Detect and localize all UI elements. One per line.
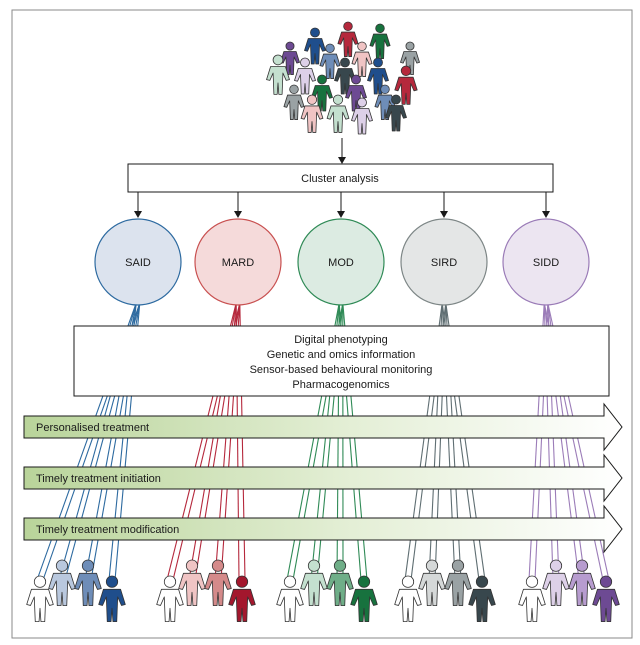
patient-figure bbox=[518, 575, 546, 622]
patient-figure bbox=[326, 559, 354, 606]
cluster-label: SAID bbox=[125, 257, 151, 269]
cluster-branches bbox=[134, 192, 550, 218]
cluster-label: MARD bbox=[222, 257, 254, 269]
patient-group-sird bbox=[394, 559, 496, 622]
branch-arrowhead bbox=[134, 211, 142, 218]
branch-arrowhead bbox=[337, 211, 345, 218]
cluster-circle-sidd: SIDD bbox=[502, 218, 590, 306]
patient-figure bbox=[468, 575, 496, 622]
crowd-person bbox=[280, 41, 300, 76]
info-line-3: Sensor-based behavioural monitoring bbox=[250, 364, 433, 376]
cluster-circle-said: SAID bbox=[94, 218, 182, 306]
crowd-arrowhead bbox=[338, 157, 346, 164]
cluster-analysis-label: Cluster analysis bbox=[301, 173, 379, 185]
patient-figure bbox=[276, 575, 304, 622]
patient-figure bbox=[568, 559, 596, 606]
patient-figure bbox=[98, 575, 126, 622]
branch-arrowhead bbox=[542, 211, 550, 218]
crowd-person bbox=[385, 94, 407, 132]
patient-figure bbox=[394, 575, 422, 622]
cluster-analysis-box bbox=[127, 163, 554, 193]
patient-figure bbox=[156, 575, 184, 622]
crowd-person bbox=[283, 84, 305, 120]
crowd-person bbox=[367, 57, 389, 95]
patient-group-mod bbox=[276, 559, 378, 622]
patient-figure bbox=[350, 575, 378, 622]
patient-figure bbox=[178, 559, 206, 606]
cluster-circle-mod: MOD bbox=[297, 218, 385, 306]
cluster-label: MOD bbox=[328, 257, 354, 269]
arrow-label-2: Timely treatment initiation bbox=[36, 473, 161, 485]
cluster-circles: SAID MARD MOD SIRD SIDD bbox=[94, 218, 590, 306]
population-crowd bbox=[266, 21, 420, 135]
cluster-circle-sird: SIRD bbox=[400, 218, 488, 306]
cluster-label: SIRD bbox=[431, 257, 457, 269]
crowd-person bbox=[351, 41, 373, 77]
crowd-person bbox=[326, 94, 350, 133]
crowd-person bbox=[345, 74, 367, 112]
crowd-person bbox=[300, 94, 324, 133]
patient-group-sidd bbox=[518, 559, 620, 622]
crowd-person bbox=[304, 27, 326, 65]
patient-figure bbox=[74, 559, 102, 606]
patient-figure bbox=[444, 559, 472, 606]
cluster-label: SIDD bbox=[533, 257, 559, 269]
crowd-person bbox=[351, 97, 373, 135]
arrow-label-3: Timely treatment modification bbox=[36, 524, 179, 536]
data-sources-box bbox=[73, 325, 610, 397]
crowd-person bbox=[394, 65, 418, 105]
crowd-person bbox=[266, 54, 290, 95]
arrow-timely-initiation: Timely treatment initiation bbox=[23, 453, 623, 503]
arrow-timely-modification: Timely treatment modification bbox=[23, 504, 623, 554]
crowd-person bbox=[337, 21, 359, 57]
info-line-1: Digital phenotyping bbox=[294, 334, 388, 346]
info-line-2: Genetic and omics information bbox=[267, 349, 416, 361]
branch-arrowhead bbox=[440, 211, 448, 218]
arrow-label-1: Personalised treatment bbox=[36, 422, 149, 434]
info-line-4: Pharmacogenomics bbox=[292, 379, 390, 391]
patient-figure bbox=[26, 575, 54, 622]
patient-figure bbox=[228, 575, 256, 622]
patient-figure bbox=[592, 575, 620, 622]
crowd-person bbox=[369, 23, 391, 59]
cluster-patient-groups bbox=[26, 559, 620, 622]
patient-figure bbox=[542, 559, 570, 606]
branch-arrowhead bbox=[234, 211, 242, 218]
arrow-personalised-treatment: Personalised treatment bbox=[23, 402, 623, 452]
patient-group-said bbox=[26, 559, 126, 622]
patient-figure bbox=[204, 559, 232, 606]
patient-group-mard bbox=[156, 559, 256, 622]
patient-figure bbox=[418, 559, 446, 606]
crowd-person bbox=[319, 43, 341, 79]
cluster-circle-mard: MARD bbox=[194, 218, 282, 306]
crowd-person bbox=[294, 57, 316, 95]
